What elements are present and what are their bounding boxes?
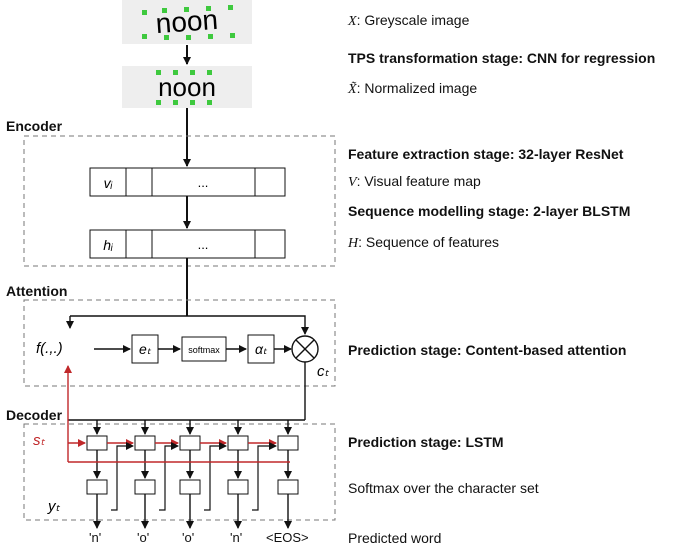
attention-box: [23, 299, 336, 387]
predicted-char: 'n': [230, 530, 243, 545]
lstm-cell: [179, 435, 201, 451]
state-label: sₜ: [33, 432, 46, 449]
greyscale-caption: X: Greyscale image: [348, 12, 470, 29]
predicted-char: 'n': [89, 530, 102, 545]
softmax-cell: [277, 479, 299, 495]
normalized-image: noon: [122, 66, 252, 108]
landmark-points: [142, 5, 235, 40]
encoder-title: Encoder: [6, 118, 63, 134]
context-label: cₜ: [317, 363, 330, 380]
tps-stage: TPS transformation stage: CNN for regres…: [348, 50, 656, 66]
encoder-box: [23, 135, 336, 267]
lstm-cell: [86, 435, 108, 451]
sequence-stage: Sequence modelling stage: 2-layer BLSTM: [348, 203, 631, 219]
attention-title: Attention: [6, 283, 68, 299]
visual-feature-map: vᵢ ...: [89, 167, 286, 197]
softmax-cell: [86, 479, 108, 495]
softmax-cell: [134, 479, 156, 495]
output-feedback-arrow: [204, 442, 227, 511]
visual-map-caption: V: Visual feature map: [348, 173, 481, 190]
softmax-label: softmax: [188, 345, 220, 355]
normalized-caption: X̃: Normalized image: [348, 80, 478, 97]
lstm-cell: [277, 435, 299, 451]
lstm-cell: [227, 435, 249, 451]
v-dots: ...: [198, 175, 209, 190]
decoder-lstm-chain: [68, 420, 299, 529]
lstm-stage: Prediction stage: LSTM: [348, 434, 504, 450]
normalized-word: noon: [158, 72, 216, 102]
predicted-char: <EOS>: [266, 530, 309, 545]
sequence-caption: H: Sequence of features: [348, 234, 499, 251]
input-image: noon: [122, 0, 252, 44]
output-feedback-arrow: [252, 442, 277, 511]
energy-label: eₜ: [139, 341, 152, 357]
predicted-caption: Predicted word: [348, 530, 442, 546]
output-symbol: yₜ: [47, 498, 61, 515]
decoder-title: Decoder: [6, 407, 63, 423]
softmax-cell: [227, 479, 249, 495]
alpha-block: [247, 334, 275, 364]
predicted-char: 'o': [137, 530, 150, 545]
output-feedback-arrow: [111, 442, 134, 511]
lstm-cell: [134, 435, 156, 451]
sequence-features: hᵢ ...: [89, 229, 286, 259]
output-feedback-arrow: [159, 442, 179, 511]
attention-stage: Prediction stage: Content-based attentio…: [348, 342, 627, 358]
multiply-icon: [291, 335, 319, 363]
decoder-box: [23, 423, 336, 521]
h-cell-label: hᵢ: [103, 237, 113, 253]
softmax-caption: Softmax over the character set: [348, 480, 539, 496]
softmax-cell: [179, 479, 201, 495]
v-cell-label: vᵢ: [104, 175, 113, 191]
context-branch: [70, 315, 309, 335]
feature-stage: Feature extraction stage: 32-layer ResNe…: [348, 146, 624, 162]
energy-block: [131, 334, 159, 364]
h-dots: ...: [198, 237, 209, 252]
predicted-char: 'o': [182, 530, 195, 545]
normalized-landmarks: [156, 70, 212, 105]
alpha-label: αₜ: [255, 341, 268, 357]
score-function: f(.,.): [36, 340, 63, 357]
